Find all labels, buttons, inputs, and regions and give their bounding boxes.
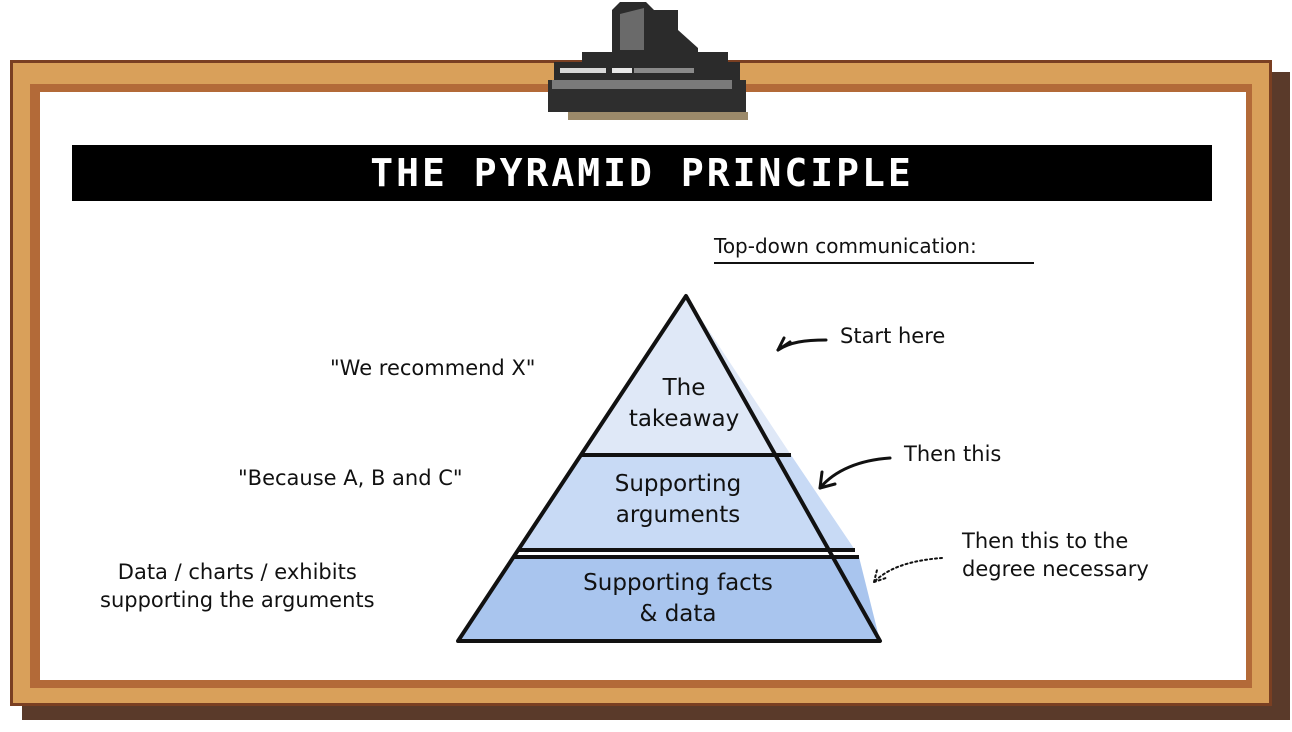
clipboard-clip-icon xyxy=(548,2,748,120)
pyramid-tier-middle xyxy=(517,455,855,550)
pyramid-outline xyxy=(456,294,882,643)
pyramid-tier-bottom xyxy=(458,557,880,641)
subtitle: Top-down communication: xyxy=(714,234,1034,264)
arrow-icon xyxy=(818,456,892,490)
tier-label-takeaway: The takeaway xyxy=(629,373,739,435)
tier-label-line: & data xyxy=(639,601,717,628)
tier-label-line: The xyxy=(662,375,706,401)
right-note-then: Then this xyxy=(904,442,1002,466)
right-note-degree: Then this to the degree necessary xyxy=(962,527,1149,584)
pyramid-tier-top xyxy=(581,296,791,455)
arrow-icon xyxy=(776,336,828,352)
left-note-data: Data / charts / exhibits supporting the … xyxy=(100,558,375,615)
tier-label-line: takeaway xyxy=(628,406,740,433)
tier-label-arguments: Supporting arguments xyxy=(615,469,742,531)
dotted-arrow-icon xyxy=(873,557,943,583)
left-note-because: "Because A, B and C" xyxy=(238,466,463,490)
note-line: degree necessary xyxy=(962,557,1149,582)
tier-label-line: Supporting facts xyxy=(583,570,773,596)
left-note-recommend: "We recommend X" xyxy=(330,356,536,380)
note-line: Then this to the xyxy=(962,529,1129,553)
tier-label-line: arguments xyxy=(615,502,741,529)
page-title: THE PYRAMID PRINCIPLE xyxy=(72,145,1212,201)
note-line: supporting the arguments xyxy=(100,588,375,613)
note-line: Data / charts / exhibits xyxy=(117,560,357,584)
right-note-start: Start here xyxy=(840,324,946,348)
tier-label-facts: Supporting facts & data xyxy=(583,568,773,630)
tier-label-line: Supporting xyxy=(614,471,742,497)
